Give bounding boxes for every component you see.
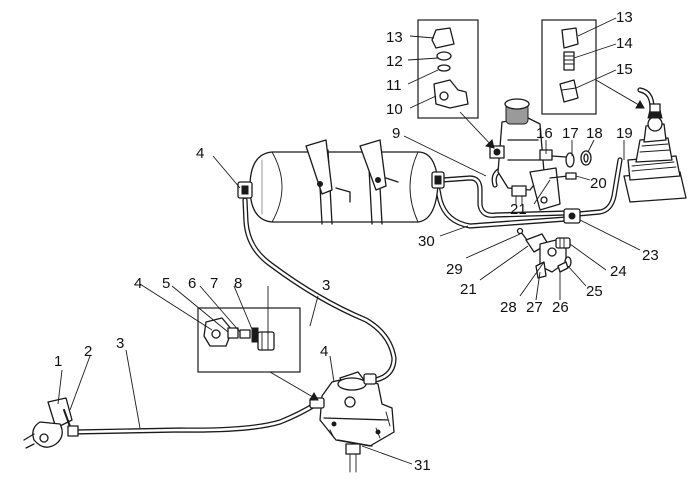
brake-pedal: [23, 397, 79, 449]
label-4-valve: 4: [320, 343, 328, 360]
label-6: 6: [188, 275, 196, 292]
washer-17-18: [551, 150, 592, 168]
label-29: 29: [446, 261, 463, 278]
label-28: 28: [500, 299, 517, 316]
label-21-upper: 21: [510, 201, 527, 218]
label-9: 9: [392, 125, 400, 142]
brake-valve: [309, 371, 395, 473]
pipe-lines: [71, 87, 655, 435]
label-24: 24: [610, 263, 627, 280]
label-1: 1: [54, 353, 62, 370]
fitting-inset-left: [417, 19, 479, 119]
label-31: 31: [414, 457, 431, 474]
leader-lines: [57, 17, 641, 465]
label-13-left: 13: [386, 29, 403, 46]
label-13-right: 13: [616, 9, 633, 26]
tank-left-fitting: [237, 181, 253, 199]
label-16: 16: [536, 125, 553, 142]
drain-valve-group: [516, 227, 572, 279]
label-8: 8: [234, 275, 242, 292]
label-4-tank: 4: [196, 145, 204, 162]
label-2: 2: [84, 343, 92, 360]
tank-right-fitting: [431, 171, 445, 189]
fitting-inset-right: [541, 19, 597, 115]
label-7: 7: [210, 275, 218, 292]
tee-fitting-23: [563, 208, 581, 224]
label-18: 18: [586, 125, 603, 142]
coupling-inset: [197, 307, 301, 373]
label-10: 10: [386, 101, 403, 118]
label-14: 14: [616, 35, 633, 52]
label-3-right: 3: [322, 277, 330, 294]
pipe-3-lower: [71, 401, 319, 435]
label-27: 27: [526, 299, 543, 316]
label-21-lower: 21: [460, 281, 477, 298]
label-23: 23: [642, 247, 659, 264]
bracket-21: [529, 167, 577, 211]
label-12: 12: [386, 53, 403, 70]
label-15: 15: [616, 61, 633, 78]
label-19: 19: [616, 125, 633, 142]
label-20: 20: [590, 175, 607, 192]
label-4-inset: 4: [134, 275, 142, 292]
label-5: 5: [162, 275, 170, 292]
compressor: [623, 103, 687, 203]
part-labels: 1 2 3 3 4 4 4 5 6 7 8 9 10 11 12 13 13 1…: [54, 9, 659, 474]
label-3-left: 3: [116, 335, 124, 352]
label-11: 11: [386, 77, 402, 94]
label-26: 26: [552, 299, 569, 316]
callout-arrows: [269, 79, 645, 401]
air-tank: [249, 139, 439, 225]
label-17: 17: [562, 125, 579, 142]
label-30: 30: [418, 233, 435, 250]
label-25: 25: [586, 283, 603, 300]
